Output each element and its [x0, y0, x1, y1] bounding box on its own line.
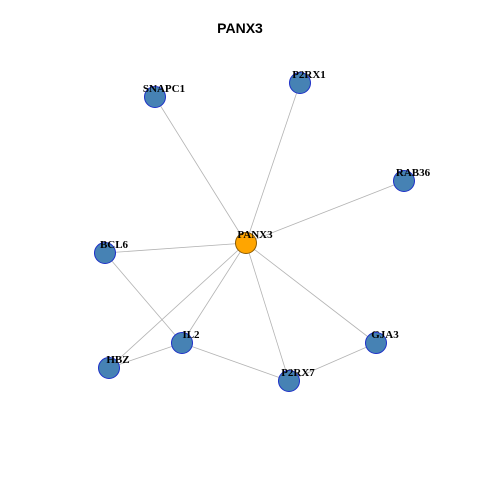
edge-panx3-hbz — [108, 242, 247, 369]
node-p2rx7: P2RX7 — [278, 367, 315, 392]
node-panx3: PANX3 — [235, 229, 273, 254]
node-bcl6: BCL6 — [94, 239, 129, 264]
node-label: IL2 — [182, 329, 200, 341]
node-rab36: RAB36 — [393, 167, 431, 192]
node-label: P2RX1 — [292, 69, 326, 81]
node-circle — [393, 170, 415, 192]
edge-panx3-p2rx1 — [245, 82, 301, 244]
node-circle — [365, 332, 387, 354]
figure-title: PANX3 — [217, 20, 263, 36]
edge-p2rx7-gja3 — [288, 342, 377, 382]
node-hbz: HBZ — [98, 354, 130, 379]
node-circle — [278, 370, 300, 392]
edge-il2-hbz — [108, 342, 183, 369]
node-il2: IL2 — [171, 329, 200, 354]
node-label: HBZ — [106, 354, 129, 366]
node-label: BCL6 — [100, 239, 129, 251]
edge-panx3-snapc1 — [154, 96, 247, 244]
edge-il2-p2rx7 — [181, 342, 290, 382]
node-circle — [98, 357, 120, 379]
node-circle — [235, 232, 257, 254]
edge-panx3-bcl6 — [104, 242, 247, 254]
node-circle — [94, 242, 116, 264]
node-circle — [289, 72, 311, 94]
node-label: SNAPC1 — [143, 83, 185, 95]
node-label: PANX3 — [237, 229, 273, 241]
edge-layer — [104, 82, 405, 382]
node-circle — [171, 332, 193, 354]
node-label: RAB36 — [396, 167, 431, 179]
node-label: GJA3 — [371, 329, 399, 341]
edge-panx3-rab36 — [245, 180, 405, 244]
node-p2rx1: P2RX1 — [289, 69, 326, 94]
node-circle — [144, 86, 166, 108]
node-snapc1: SNAPC1 — [143, 83, 185, 108]
edge-panx3-il2 — [181, 242, 247, 344]
node-label: P2RX7 — [281, 367, 315, 379]
edge-panx3-p2rx7 — [245, 242, 290, 382]
edge-panx3-gja3 — [245, 242, 377, 344]
edge-bcl6-il2 — [104, 252, 183, 344]
node-gja3: GJA3 — [365, 329, 399, 354]
